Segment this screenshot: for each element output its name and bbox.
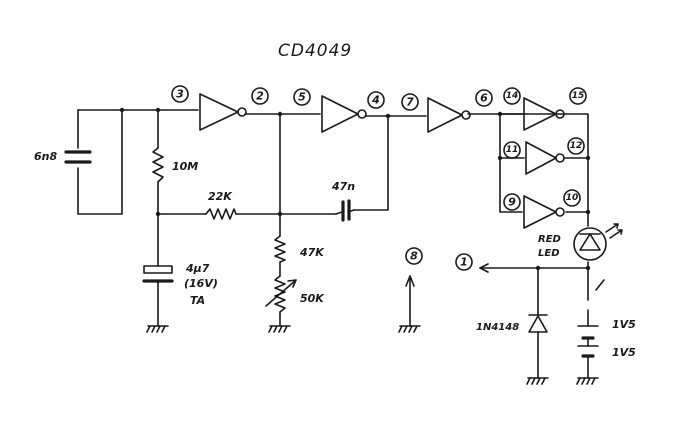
potentiometer-50k-symbol (265, 275, 297, 313)
pin-5-label: 5 (298, 91, 306, 104)
resistor-10m-symbol (152, 147, 164, 183)
pin-15-label: 15 (572, 91, 585, 101)
pin-11-label: 11 (506, 145, 519, 155)
inverter-3 (427, 97, 471, 133)
junction-dots (119, 107, 591, 271)
res-47k-label: 47K (299, 246, 325, 259)
capacitor-47n-symbol (335, 199, 355, 222)
resistor-47k-symbol (274, 235, 286, 263)
inverter-6 (523, 195, 565, 229)
battery-1-label: 1V5 (612, 318, 636, 331)
inverter-2 (321, 95, 367, 133)
pin-3-label: 3 (176, 88, 184, 101)
pin-14-label: 14 (506, 91, 519, 101)
inverter-1 (199, 93, 247, 131)
resistor-22k-symbol (205, 208, 237, 220)
cap-4u7-label: 4µ7 (185, 262, 210, 275)
component-labels: 6n8 10M 22K 47n 47K 50K 4µ7 (16V) TA RED… (34, 150, 636, 359)
res-10m-label: 10M (172, 160, 198, 173)
pin-2-label: 2 (256, 90, 264, 103)
led-symbol (573, 223, 623, 261)
diode-label: 1N4148 (476, 322, 519, 333)
led-label-line2: LED (538, 248, 560, 259)
cap-4u7-type-label: TA (190, 294, 205, 307)
pot-50k-label: 50K (300, 292, 325, 305)
pin-labels: 3 2 5 4 7 6 14 15 11 12 9 10 8 1 (176, 88, 584, 269)
led-label-line1: RED (538, 234, 561, 245)
cap-47n-label: 47n (331, 180, 355, 193)
capacitor-4u7-symbol (142, 265, 174, 283)
wires (77, 109, 605, 379)
pin-8-label: 8 (410, 250, 418, 263)
pin-7-label: 7 (406, 96, 414, 109)
inverter-4 (523, 97, 565, 131)
cap-4u7-voltage-label: (16V) (184, 277, 218, 290)
pin-9-label: 9 (508, 196, 516, 209)
chip-title: CD4049 (278, 41, 352, 61)
inverter-5 (525, 141, 565, 175)
pin-10-label: 10 (566, 193, 579, 203)
pin-4-label: 4 (371, 94, 380, 107)
pin-1-label: 1 (460, 256, 468, 269)
pin-6-label: 6 (480, 92, 488, 105)
diode-1n4148-symbol (528, 314, 548, 333)
battery-2-label: 1V5 (612, 346, 636, 359)
pin-markers (171, 85, 587, 271)
battery-symbols (577, 325, 599, 358)
ground-symbols (146, 325, 599, 385)
cap-6n8-label: 6n8 (34, 150, 57, 163)
pin-12-label: 12 (570, 141, 583, 151)
res-22k-label: 22K (208, 190, 233, 203)
capacitor-6n8-symbol (64, 150, 92, 164)
